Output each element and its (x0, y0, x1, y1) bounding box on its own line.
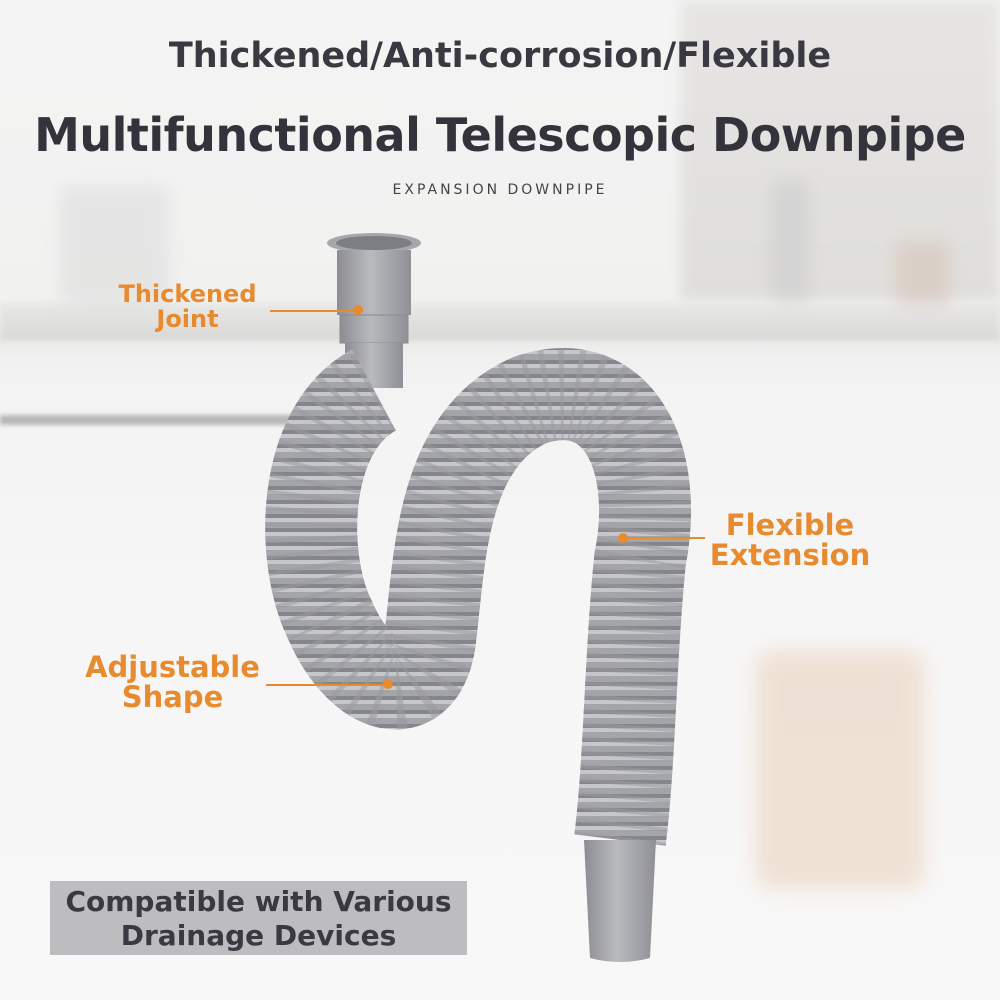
compatibility-badge: Compatible with Various Drainage Devices (50, 881, 467, 955)
callout-line (270, 310, 355, 312)
callout-label: Flexible (725, 508, 855, 542)
callout-line (266, 684, 386, 686)
callout-label: Extension (709, 538, 871, 573)
callout-dot-icon (383, 679, 393, 689)
callout-label: Thickened (118, 280, 257, 308)
badge-line: Compatible with Various (65, 885, 452, 918)
background-bottle (770, 180, 810, 300)
subtitle: EXPANSION DOWNPIPE (392, 182, 608, 198)
callout-adjustable-shape: Adjustable Shape (70, 652, 275, 713)
background-shelf (0, 303, 1000, 341)
callout-line (625, 537, 705, 539)
callout-label: Joint (156, 305, 219, 334)
page-title: Multifunctional Telescopic Downpipe (34, 108, 966, 162)
callout-dot-icon (353, 305, 363, 315)
callout-flexible-extension: Flexible Extension (690, 510, 890, 571)
background-rack (60, 185, 170, 305)
callout-label: Shape (121, 680, 224, 715)
callout-label: Adjustable (85, 650, 260, 684)
badge-line: Drainage Devices (120, 919, 397, 952)
background-cutting-board (755, 650, 925, 890)
background-rail (0, 415, 330, 425)
tagline: Thickened/Anti-corrosion/Flexible (168, 36, 832, 76)
callout-thickened-joint: Thickened Joint (100, 280, 275, 334)
callout-dot-icon (618, 533, 628, 543)
background-jar (895, 240, 950, 305)
